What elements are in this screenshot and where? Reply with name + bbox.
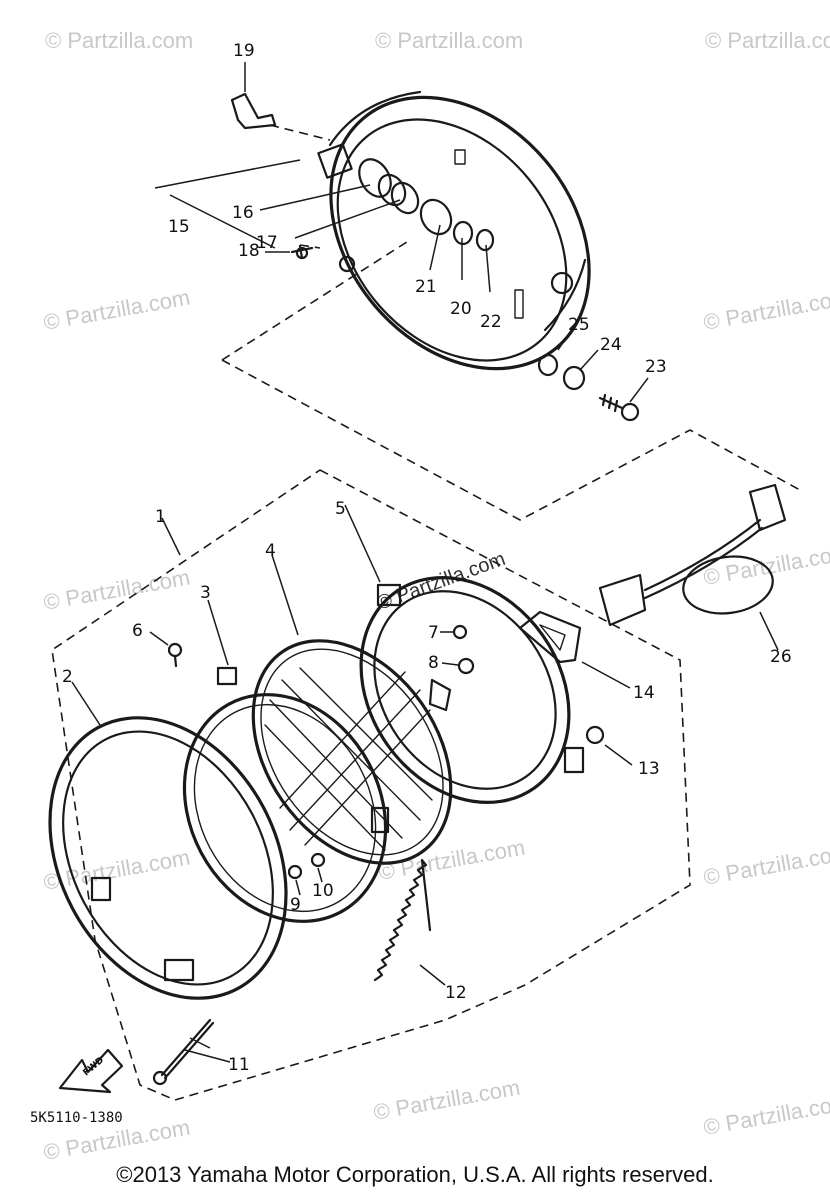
callout-6: 6 — [132, 621, 143, 641]
callout-22: 22 — [480, 312, 502, 332]
front-arrow-icon: FWD — [58, 1048, 124, 1094]
callout-4: 4 — [265, 541, 276, 561]
callout-10: 10 — [312, 881, 334, 901]
callout-21: 21 — [415, 277, 437, 297]
callout-5: 5 — [335, 499, 346, 519]
callout-12: 12 — [445, 983, 467, 1003]
callout-9: 9 — [290, 895, 301, 915]
headlight-housing — [230, 90, 591, 371]
callout-18: 18 — [238, 241, 260, 261]
callout-19: 19 — [233, 41, 255, 61]
watermark: © Partzilla.com — [377, 835, 527, 885]
watermark: © Partzilla.com — [42, 285, 192, 335]
callout-13: 13 — [638, 759, 660, 779]
callout-2: 2 — [62, 667, 73, 687]
callout-14: 14 — [633, 683, 655, 703]
fasteners — [152, 624, 605, 1086]
watermark: © Partzilla.com — [372, 1075, 522, 1125]
watermark: © Partzilla.com — [702, 840, 830, 890]
headlight-body — [359, 576, 585, 804]
callout-15: 15 — [168, 217, 190, 237]
callout-20: 20 — [450, 299, 472, 319]
callout-1: 1 — [155, 507, 166, 527]
watermark: © Partzilla.com — [702, 1090, 830, 1140]
callout-17: 17 — [256, 233, 278, 253]
sealed-beam-unit — [251, 639, 453, 865]
watermark-layer: © Partzilla.com © Partzilla.com © Partzi… — [42, 28, 830, 1165]
callout-11: 11 — [228, 1055, 250, 1075]
diagram-code: 5K5110-1380 — [30, 1110, 123, 1126]
watermark: © Partzilla.com — [705, 28, 830, 53]
callout-3: 3 — [200, 583, 211, 603]
callout-labels: 19 15 16 17 18 21 20 22 25 24 23 1 5 4 3… — [62, 41, 792, 1075]
watermark: © Partzilla.com — [702, 285, 830, 335]
watermark: © Partzilla.com — [45, 28, 193, 53]
front-arrow-label: FWD — [82, 1056, 106, 1079]
bracket — [518, 610, 582, 664]
watermark: © Partzilla.com — [375, 28, 523, 53]
copyright-notice: ©2013 Yamaha Motor Corporation, U.S.A. A… — [116, 1162, 714, 1187]
assembly-outlines — [51, 124, 801, 1101]
wire-harness — [598, 483, 787, 627]
callout-16: 16 — [232, 203, 254, 223]
callout-23: 23 — [645, 357, 667, 377]
callout-24: 24 — [600, 335, 622, 355]
callout-25: 25 — [568, 315, 590, 335]
retaining-ring — [182, 666, 390, 923]
rim — [48, 716, 288, 1000]
callout-7: 7 — [428, 623, 439, 643]
callout-8: 8 — [428, 653, 439, 673]
mounting-hardware — [537, 353, 640, 422]
leader-lines — [71, 62, 779, 1063]
callout-26: 26 — [770, 647, 792, 667]
